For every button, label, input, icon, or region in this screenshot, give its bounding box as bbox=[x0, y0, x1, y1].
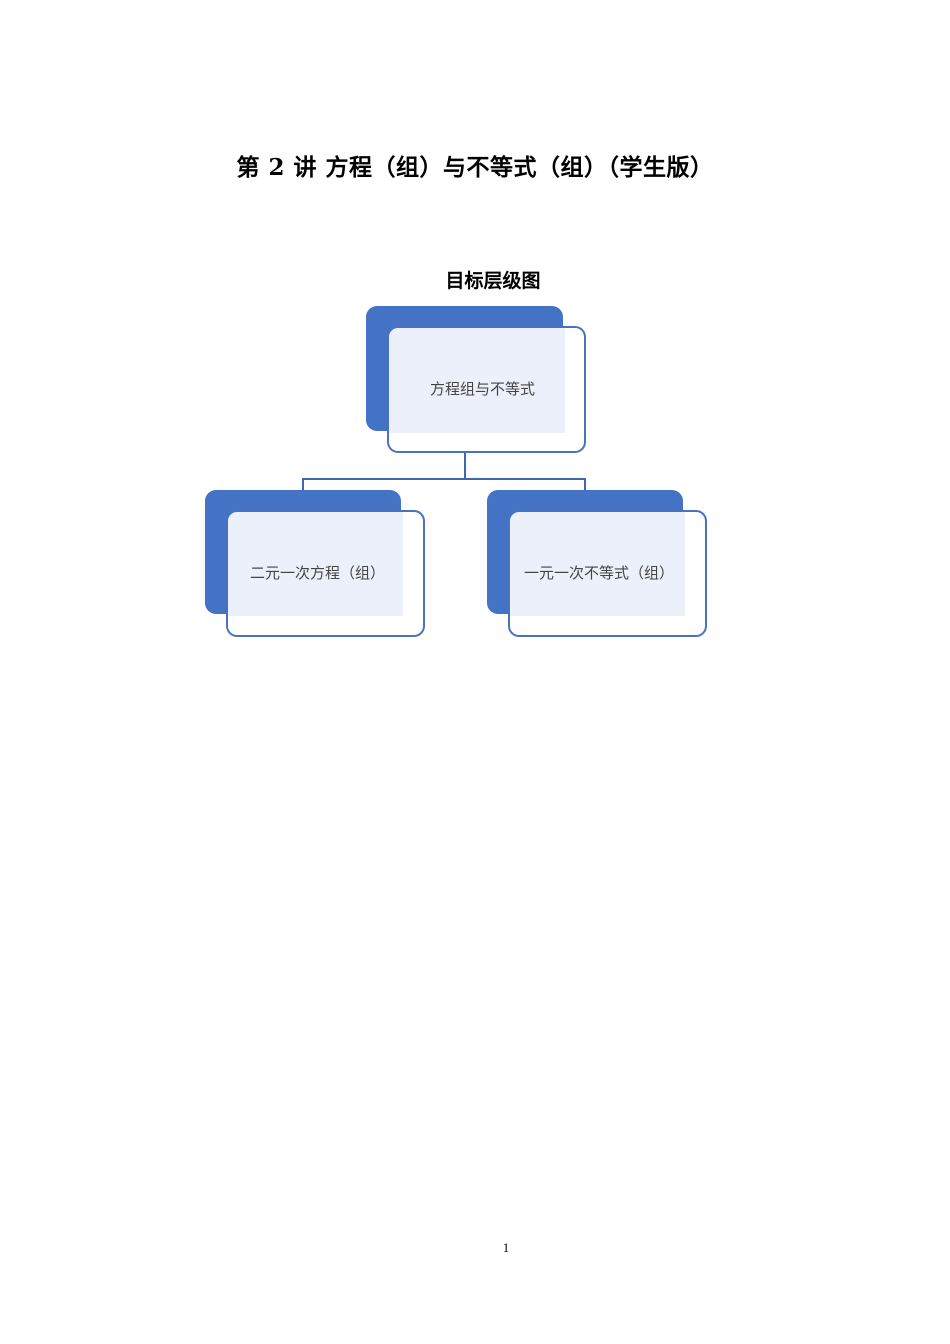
connector-left-drop bbox=[302, 478, 304, 491]
child-node-right: 一元一次不等式（组） bbox=[508, 510, 707, 637]
page-number: 1 bbox=[502, 1240, 510, 1255]
root-node-label: 方程组与不等式 bbox=[430, 380, 536, 398]
connector-root-stem bbox=[464, 452, 466, 480]
connector-horizontal bbox=[302, 478, 586, 480]
child-node-left: 二元一次方程（组） bbox=[226, 510, 425, 637]
child-node-left-label: 二元一次方程（组） bbox=[250, 564, 386, 582]
child-node-right-label: 一元一次不等式（组） bbox=[524, 564, 675, 582]
root-node: 方程组与不等式 bbox=[387, 326, 586, 453]
hierarchy-diagram: 方程组与不等式 二元一次方程（组） 一元一次不等式（组） bbox=[205, 306, 707, 637]
diagram-title: 目标层级图 bbox=[445, 270, 541, 292]
connector-right-drop bbox=[584, 478, 586, 491]
page-title: 第 2 讲 方程（组）与不等式（组）（学生版） bbox=[236, 154, 714, 181]
